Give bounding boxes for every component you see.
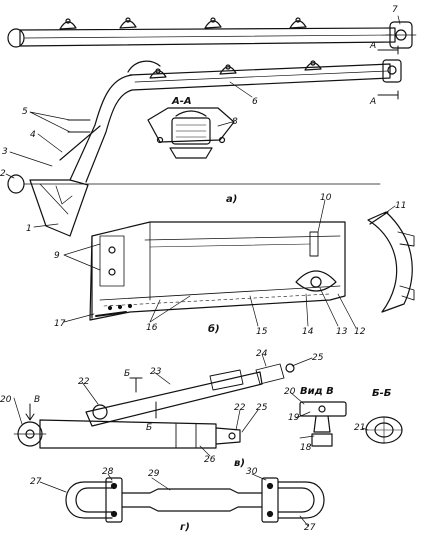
label-part-5: 5 [22,107,28,117]
label-part-12: 12 [354,327,366,337]
arrow-label-v: В [34,395,40,405]
label-part-20-view: 20 [284,387,296,397]
label-part-29: 29 [148,469,160,479]
label-part-23: 23 [150,367,162,377]
label-part-1: 1 [26,224,32,234]
label-part-27-right: 27 [304,523,316,533]
label-part-9: 9 [54,251,60,261]
label-part-2: 2 [0,169,6,179]
figure-b-blade [89,211,415,321]
arrow-label-a-bottom: А [369,97,376,107]
label-part-19: 19 [288,413,300,423]
label-part-18: 18 [300,443,312,453]
leader-lines [5,15,401,527]
caption-view-v: Вид В [300,386,334,397]
label-part-21: 21 [354,423,365,433]
label-part-13: 13 [336,327,348,337]
label-part-20-left: 20 [0,395,12,405]
label-part-26: 26 [204,455,216,465]
caption-figure-a: а) [226,194,237,205]
label-part-16: 16 [146,323,158,333]
figure-c-pushing-bar [13,363,403,449]
label-part-10: 10 [320,193,332,203]
label-part-15: 15 [256,327,268,337]
label-part-4: 4 [30,130,36,140]
label-part-30: 30 [246,467,258,477]
arrow-label-b: Б [124,369,130,379]
caption-figure-v: в) [234,458,245,469]
label-part-3: 3 [2,147,8,157]
figure-g-tie-rod [65,477,325,523]
label-part-17: 17 [54,319,66,329]
caption-figure-g: г) [180,522,190,533]
label-part-25-bottom: 25 [256,403,268,413]
label-part-28: 28 [102,467,114,477]
caption-section-aa: А-А [171,96,192,107]
label-part-8: 8 [232,117,238,127]
label-part-14: 14 [302,327,314,337]
label-part-7: 7 [392,5,398,15]
figure-a-pushing-frame [7,17,417,237]
caption-section-bb: Б-Б [372,388,392,399]
label-part-24: 24 [256,349,268,359]
label-part-6: 6 [252,97,258,107]
caption-figure-b: б) [208,323,220,335]
arrow-label-a-top: А [369,41,376,51]
label-part-11: 11 [395,201,406,211]
label-part-22-left: 22 [78,377,90,387]
label-part-22-right: 22 [234,403,246,413]
label-part-27-left: 27 [30,477,42,487]
arrow-label-b-lower: Б [146,423,152,433]
label-part-25-top: 25 [312,353,324,363]
